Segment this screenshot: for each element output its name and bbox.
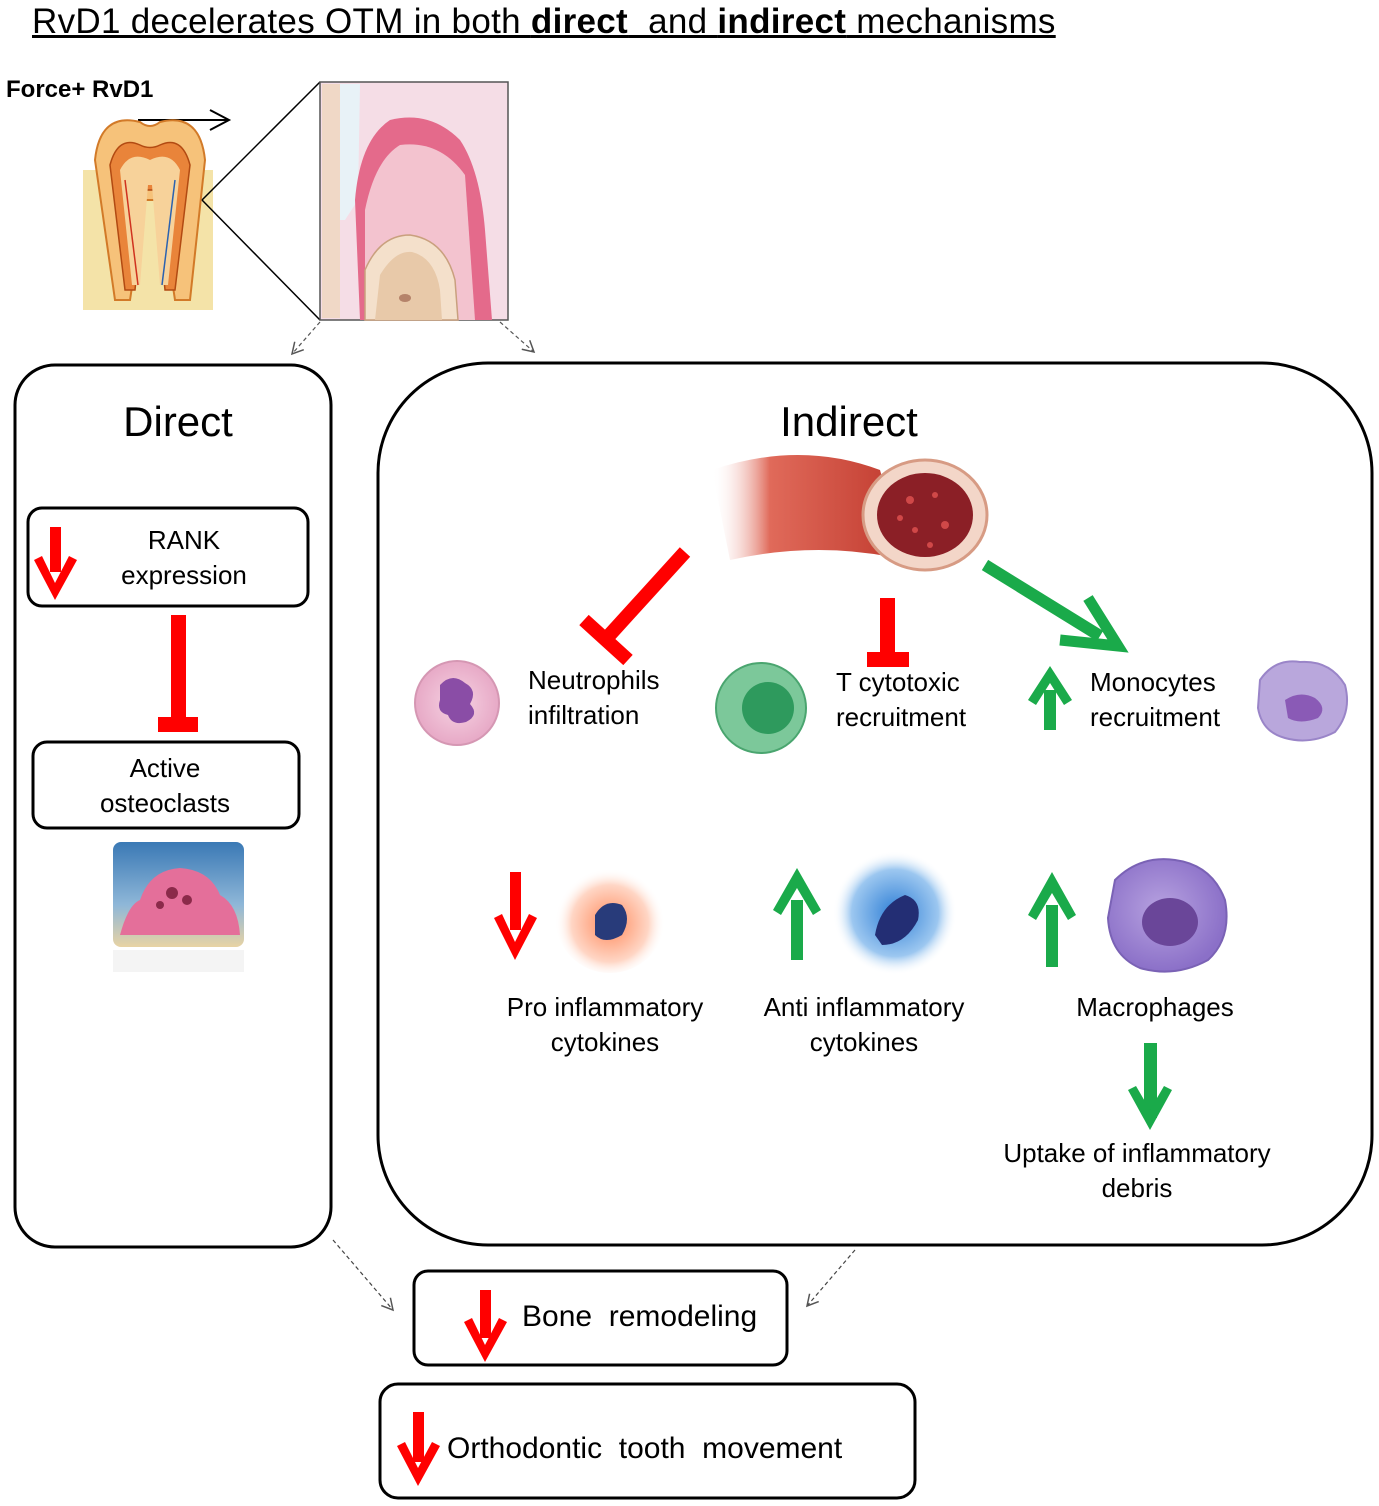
indirect-panel-border — [376, 361, 1374, 1247]
blood-vessel-image — [712, 455, 989, 572]
force-label: Force+ RvD1 — [6, 76, 154, 103]
monocytes-label: Monocytes recruitment — [1090, 665, 1220, 735]
pro-line-2: cytokines — [550, 1027, 660, 1057]
direct-inhibition-bar — [158, 615, 198, 732]
bone-remodeling-box — [412, 1269, 789, 1367]
monocytes-line-2: recruitment — [1090, 702, 1221, 732]
bone-down-arrow — [464, 1290, 507, 1362]
rank-down-arrow — [34, 527, 77, 600]
anti-line-1: Anti inflammatory — [763, 992, 965, 1022]
otm-label: Orthodontic tooth movement — [447, 1432, 843, 1465]
neutrophil-inhibition — [579, 547, 691, 666]
neutrophils-label: Neutrophils infiltration — [528, 663, 660, 733]
osteoclast-line-2: osteoclasts — [99, 788, 231, 818]
direct-panel-border — [13, 363, 333, 1249]
neutrophil-cell — [414, 660, 500, 746]
pro-inflammatory-cell — [555, 863, 665, 973]
indirect-heading: Indirect — [780, 398, 918, 445]
title-bold-direct: direct — [530, 2, 629, 41]
pro-line-1: Pro inflammatory — [506, 992, 704, 1022]
tcytotoxic-label: T cytotoxic recruitment — [836, 665, 966, 735]
pro-inflammatory-label: Pro inflammatory cytokines — [490, 990, 720, 1060]
anti-line-2: cytokines — [809, 1027, 919, 1057]
rank-box — [26, 506, 310, 608]
uptake-label: Uptake of inflammatory debris — [982, 1136, 1292, 1206]
title-suffix: mechanisms — [846, 2, 1056, 41]
otm-down-arrow — [397, 1412, 440, 1486]
tcytotoxic-inhibition — [867, 598, 909, 667]
tcytotoxic-line-2: recruitment — [836, 702, 967, 732]
osteoclast-label: Active osteoclasts — [62, 751, 268, 821]
tooth-illustration — [83, 119, 213, 310]
rank-label: RANK expression — [84, 523, 284, 593]
monocyte-cell — [1256, 660, 1348, 742]
bone-remodeling-label: Bone remodeling — [522, 1300, 758, 1333]
periodontal-inset — [319, 81, 509, 321]
osteoclast-box — [31, 740, 301, 830]
pro-down-arrow — [494, 872, 537, 960]
direct-heading: Direct — [123, 398, 233, 445]
anti-up-arrow — [773, 868, 821, 960]
tcell-cell — [715, 662, 807, 754]
osteoclast-image — [113, 842, 244, 972]
monocytes-line-1: Monocytes — [1090, 667, 1216, 697]
rank-line-1: RANK — [147, 525, 221, 555]
rank-line-2: expression — [121, 560, 247, 590]
neutrophils-line-2: infiltration — [528, 700, 640, 730]
title-bold-indirect: indirect — [717, 2, 847, 41]
tcytotoxic-line-1: T cytotoxic — [836, 667, 960, 697]
neutrophils-line-1: Neutrophils — [528, 665, 660, 695]
title-middle: and — [628, 2, 718, 41]
force-arrow-head — [209, 109, 232, 131]
uptake-line-1: Uptake of inflammatory — [1003, 1138, 1271, 1168]
title-prefix: RvD1 decelerates OTM in both — [32, 2, 531, 41]
monocyte-green-arrow — [981, 559, 1129, 653]
otm-box — [378, 1382, 917, 1500]
macrophage-cell — [1106, 858, 1228, 973]
anti-inflammatory-cell — [833, 851, 957, 975]
figure-title: RvD1 decelerates OTM in both direct and … — [32, 2, 1056, 42]
macrophages-label: Macrophages — [1076, 992, 1234, 1022]
uptake-green-arrow — [1128, 1043, 1172, 1130]
anti-inflammatory-label: Anti inflammatory cytokines — [748, 990, 980, 1060]
osteoclast-line-1: Active — [129, 753, 201, 783]
monocyte-up-arrow — [1028, 666, 1072, 730]
uptake-line-2: debris — [1101, 1173, 1173, 1203]
macrophage-up-arrow — [1028, 872, 1076, 967]
